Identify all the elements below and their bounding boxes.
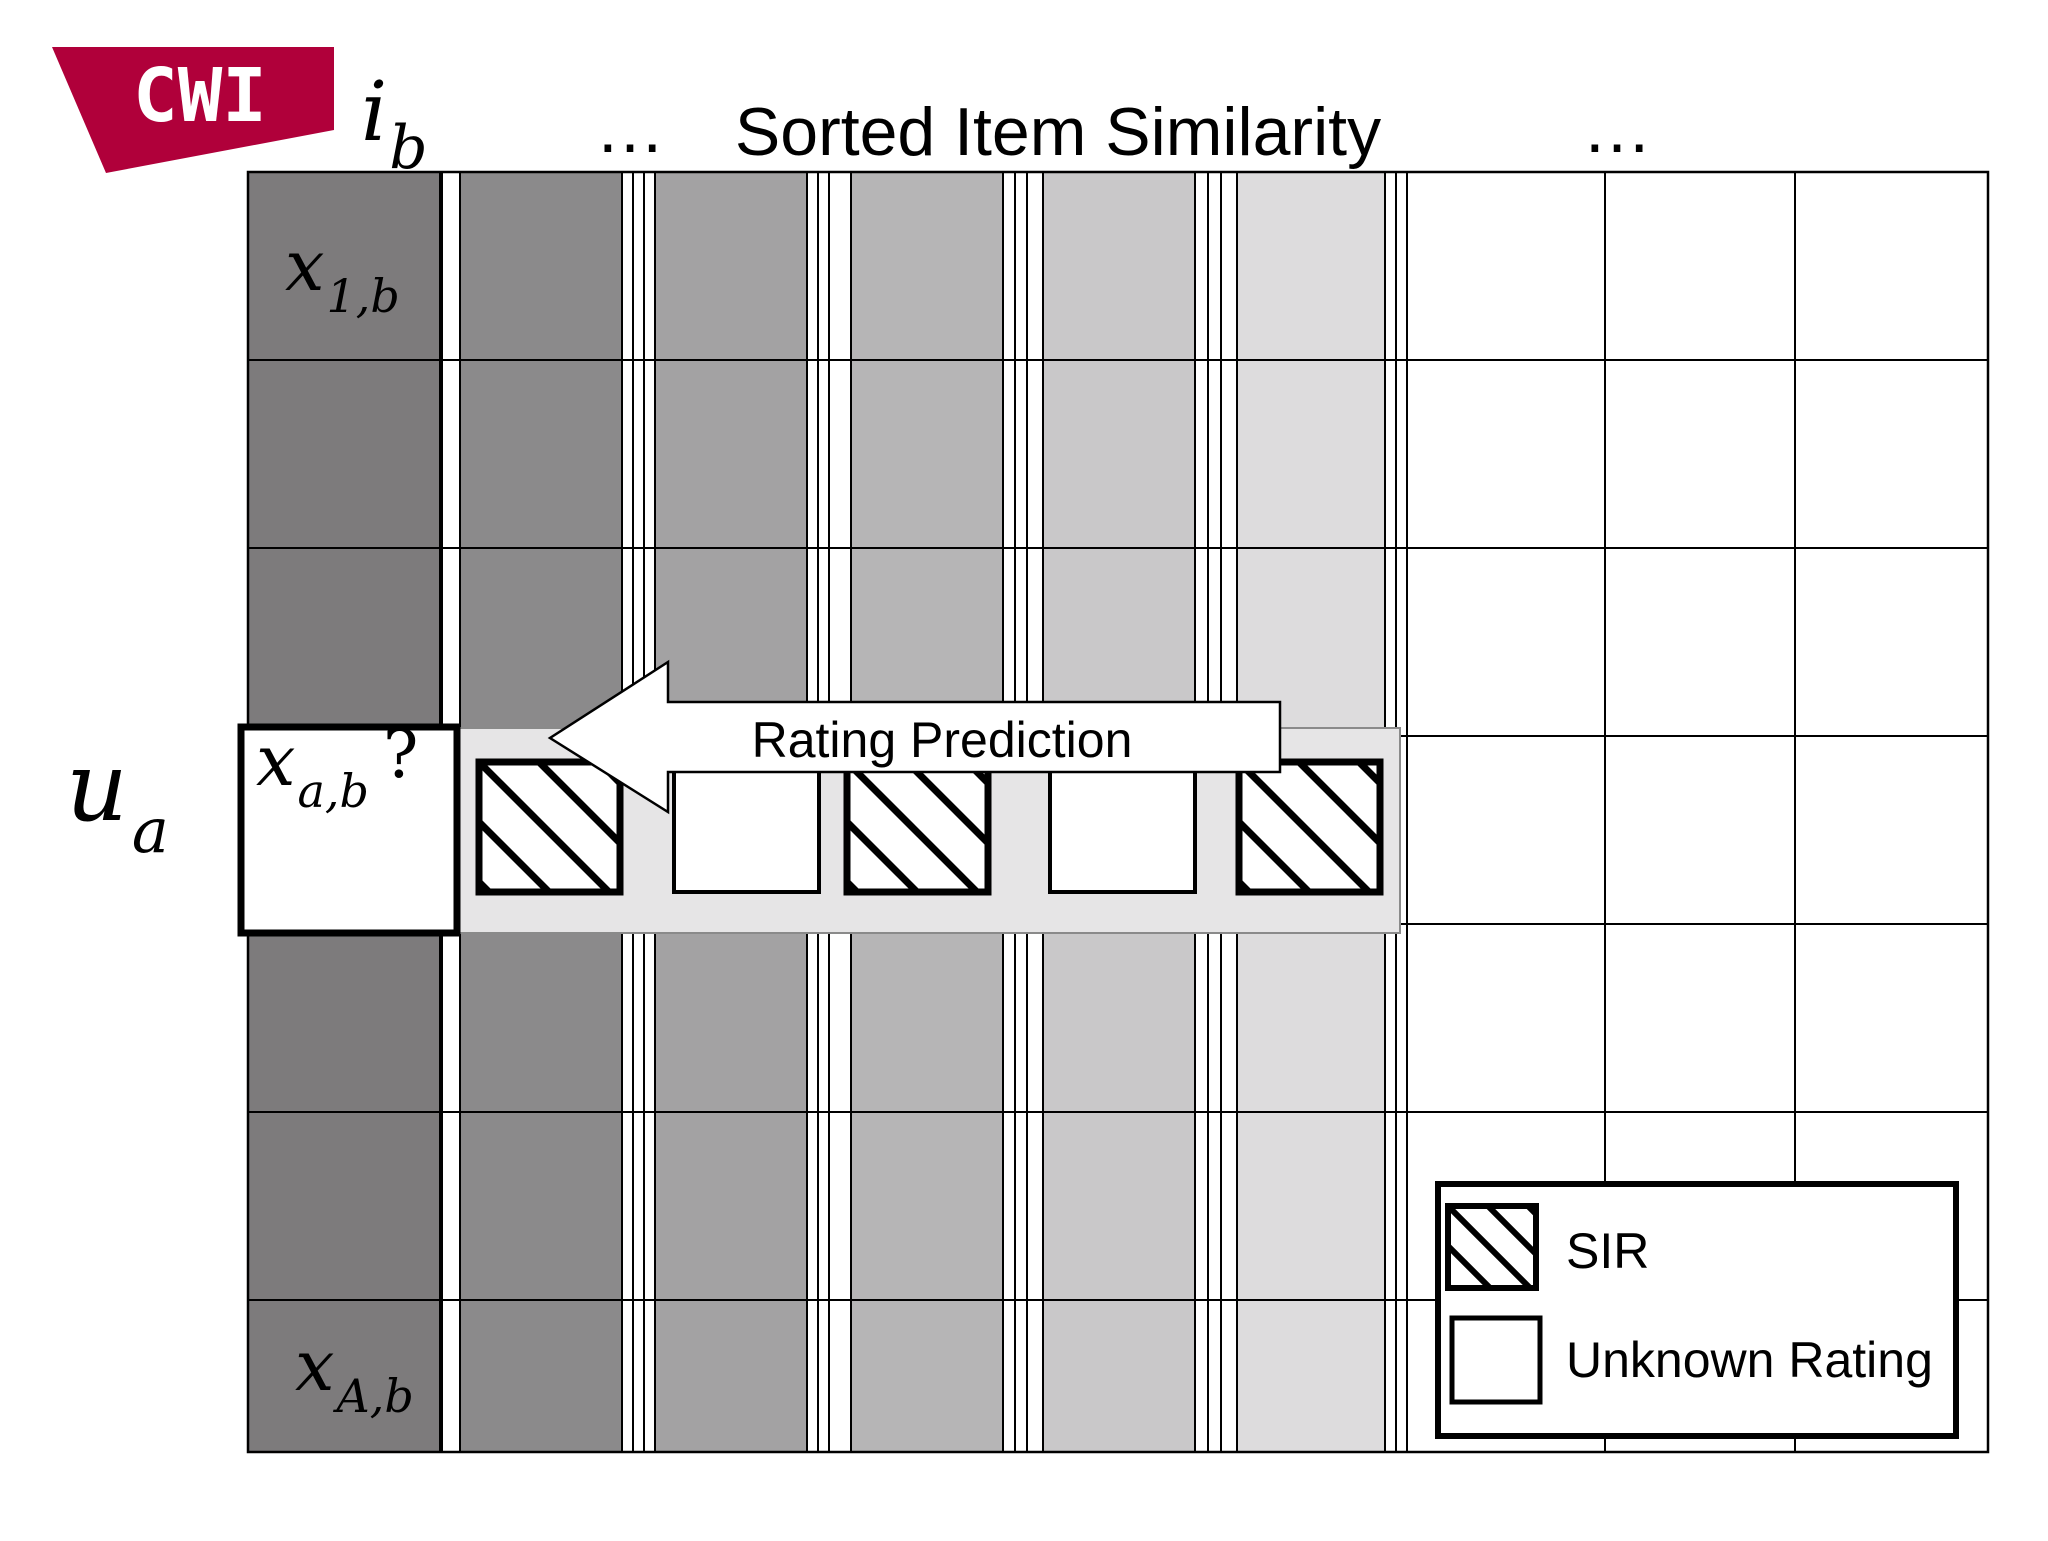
- sir-cell: [843, 758, 992, 896]
- arrow-label: Rating Prediction: [752, 712, 1133, 768]
- ellipsis-right: …: [1582, 89, 1652, 167]
- row-label: ua: [66, 731, 169, 867]
- diagram-title: Sorted Item Similarity: [735, 94, 1381, 170]
- target-cell-label: xa,b?: [256, 716, 418, 818]
- unknown-rating-cell: [672, 760, 821, 894]
- legend: SIR Unknown Rating: [1435, 1181, 1959, 1439]
- cwi-logo[interactable]: CWI: [52, 47, 334, 173]
- legend-unknown-label: Unknown Rating: [1566, 1332, 1933, 1388]
- item-label: ib: [361, 65, 428, 183]
- legend-unknown-swatch: [1449, 1315, 1543, 1405]
- cell-label-last: xA,b: [295, 1325, 414, 1423]
- unknown-rating-cell: [1048, 760, 1197, 894]
- header: ib … Sorted Item Similarity …: [361, 65, 1652, 183]
- row-cells: [475, 758, 1384, 896]
- rating-prediction-arrow: Rating Prediction: [547, 659, 1282, 815]
- logo-text: CWI: [133, 53, 267, 139]
- cell-labels: x1,b xA,b: [285, 225, 414, 1423]
- legend-sir-swatch: [1445, 1203, 1539, 1291]
- sir-cell: [1235, 758, 1384, 896]
- sir-cell: [475, 758, 624, 896]
- logo-banner: [52, 47, 334, 173]
- ellipsis-left: …: [595, 89, 665, 167]
- cell-label-first: x1,b: [285, 225, 400, 323]
- legend-sir-label: SIR: [1566, 1223, 1649, 1279]
- arrow-shape: [547, 659, 1282, 815]
- target-cell: xa,b?: [237, 716, 461, 937]
